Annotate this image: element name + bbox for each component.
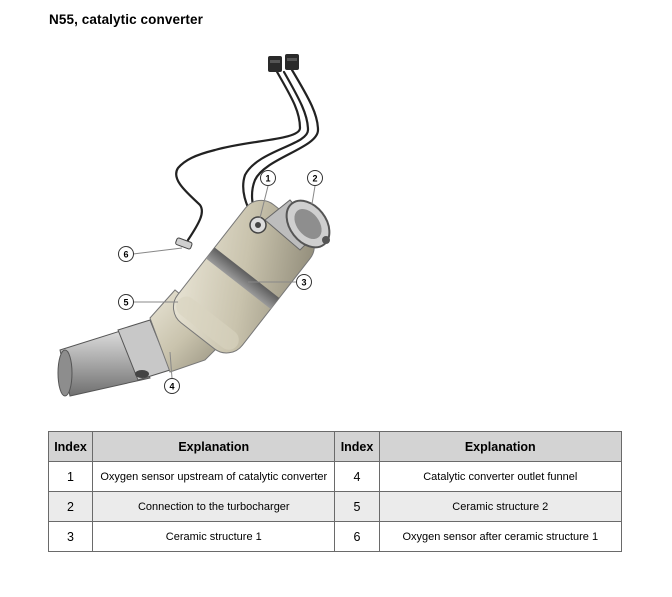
callout-5: 5 <box>118 294 134 310</box>
callout-6: 6 <box>118 246 134 262</box>
cell-explanation: Ceramic structure 2 <box>378 491 623 522</box>
callout-1: 1 <box>260 170 276 186</box>
cell-index: 3 <box>47 521 94 552</box>
cell-explanation: Oxygen sensor after ceramic structure 1 <box>378 521 623 552</box>
header-index: Index <box>334 431 380 462</box>
cell-explanation: Connection to the turbocharger <box>92 491 336 522</box>
callout-2: 2 <box>307 170 323 186</box>
svg-text:2: 2 <box>312 174 317 184</box>
cell-explanation: Oxygen sensor upstream of catalytic conv… <box>92 461 336 492</box>
table-row: 3 Ceramic structure 1 6 Oxygen sensor af… <box>47 521 623 552</box>
header-index: Index <box>47 431 94 462</box>
callout-3: 3 <box>296 274 312 290</box>
turbocharger-connection <box>264 199 331 251</box>
cell-explanation: Catalytic converter outlet funnel <box>378 461 623 492</box>
oxygen-sensor-upstream <box>249 216 267 234</box>
callout-4: 4 <box>164 378 180 394</box>
cell-index: 1 <box>47 461 94 492</box>
sensor-connector-icon <box>268 54 299 72</box>
page-title: N55, catalytic converter <box>49 12 203 27</box>
svg-text:1: 1 <box>265 174 270 184</box>
sensor-wire <box>175 68 320 242</box>
cell-index: 4 <box>334 461 380 492</box>
legend-table: Index Explanation Index Explanation 1 Ox… <box>47 431 623 552</box>
svg-text:4: 4 <box>169 382 174 392</box>
cell-index: 6 <box>334 521 380 552</box>
table-row: 1 Oxygen sensor upstream of catalytic co… <box>47 461 623 492</box>
header-explanation: Explanation <box>92 431 336 462</box>
cell-index: 2 <box>47 491 94 522</box>
svg-text:6: 6 <box>123 250 128 260</box>
table-row: 2 Connection to the turbocharger 5 Ceram… <box>47 491 623 522</box>
cell-explanation: Ceramic structure 1 <box>92 521 336 552</box>
cell-index: 5 <box>334 491 380 522</box>
header-explanation: Explanation <box>378 431 623 462</box>
converter-body <box>172 199 315 354</box>
exhaust-pipe <box>57 319 171 397</box>
svg-text:3: 3 <box>301 278 306 288</box>
oxygen-sensor-after-ceramic <box>175 237 193 250</box>
table-header-row: Index Explanation Index Explanation <box>47 431 623 462</box>
catalytic-converter-illustration: 1 2 3 4 5 6 <box>57 54 331 397</box>
svg-text:5: 5 <box>123 298 128 308</box>
callout-leader-lines <box>132 185 316 379</box>
